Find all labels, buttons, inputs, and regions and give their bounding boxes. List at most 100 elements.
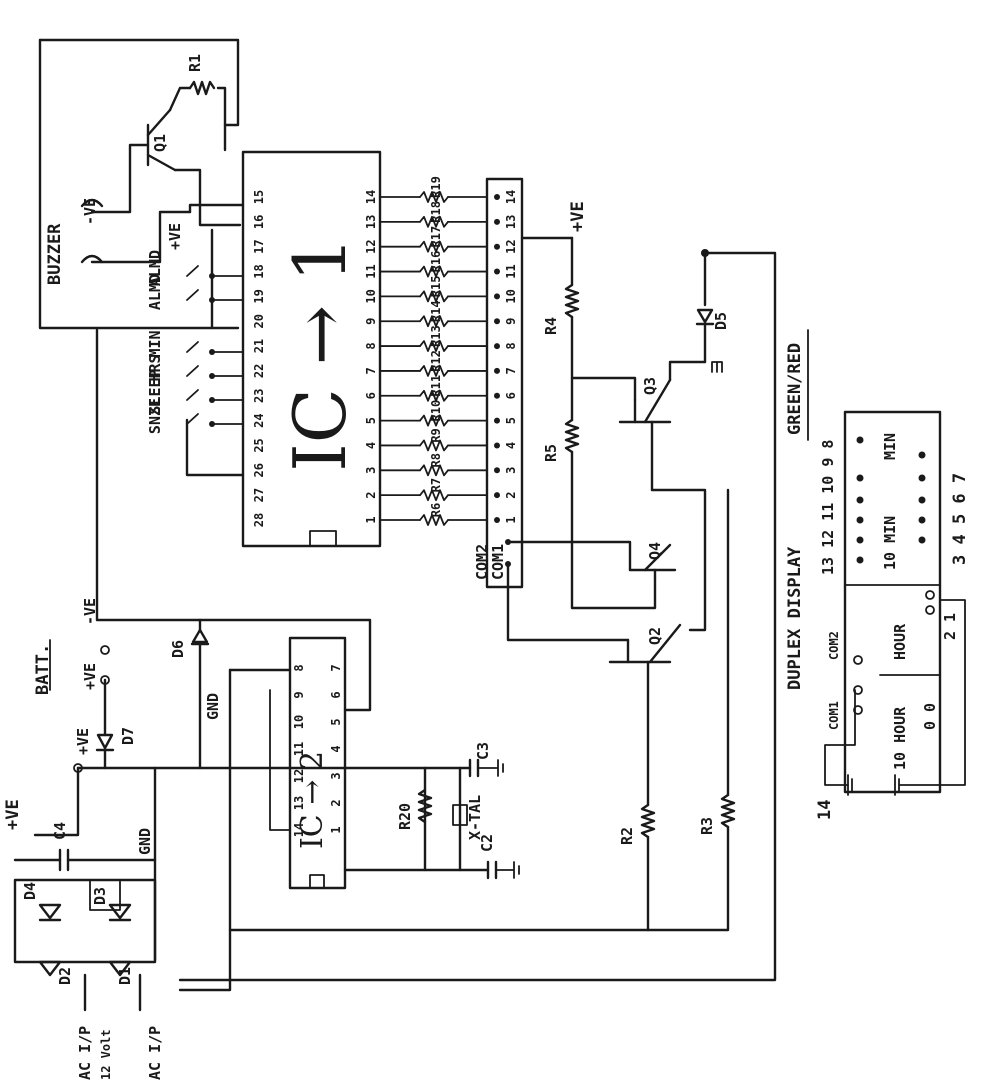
ic2-pin-label: 14 bbox=[292, 823, 306, 837]
resistor-zigzag bbox=[419, 414, 449, 427]
switch-lever bbox=[186, 289, 199, 301]
psu-block: +VE C4 GND D4 D3 D2 D1 AC I/P 12 Volt AC… bbox=[3, 766, 164, 1080]
c3-ground bbox=[477, 759, 504, 777]
resistor-zigzag bbox=[419, 265, 449, 278]
display-pin-dot bbox=[856, 536, 864, 544]
d2-label: D2 bbox=[56, 967, 74, 985]
bridge-frame bbox=[13, 878, 157, 964]
connector-pin-label: 13 bbox=[504, 215, 518, 229]
right-plus-ve: +VE bbox=[568, 201, 588, 232]
connector-com1: COM1 bbox=[489, 544, 507, 580]
r5-resistor bbox=[564, 418, 580, 454]
ic1-pin-label: 15 bbox=[252, 190, 266, 204]
display-pin-dot bbox=[918, 474, 926, 482]
resistor-label: R6 bbox=[429, 503, 443, 517]
display-color: GREEN/RED bbox=[785, 343, 805, 435]
ic2-pin-label: 6 bbox=[329, 691, 343, 698]
connector-pin-label: 8 bbox=[504, 342, 518, 349]
ic1-pin-label: 28 bbox=[252, 513, 266, 527]
ic2-pin-label: 12 bbox=[292, 769, 306, 783]
c2-ground bbox=[495, 861, 520, 879]
q1-to-r1 bbox=[168, 86, 192, 112]
r1-label: R1 bbox=[186, 54, 204, 72]
d3-symbol bbox=[108, 903, 132, 920]
d4-label: D4 bbox=[21, 882, 39, 900]
buzzer-neg: -VE bbox=[81, 198, 99, 225]
switch-label: SNZE bbox=[146, 398, 164, 434]
ic1-pin-label: 16 bbox=[252, 215, 266, 229]
connector-pin-label: 14 bbox=[504, 190, 518, 204]
display-ten-hour: 10 HOUR bbox=[891, 706, 909, 770]
ic1-pin-label: 23 bbox=[252, 389, 266, 403]
connector-pin-node bbox=[494, 243, 500, 250]
ic1-pin-label: 26 bbox=[252, 463, 266, 477]
connector-pin-node bbox=[494, 467, 500, 474]
ic2-pin-label: 5 bbox=[329, 718, 343, 725]
resistor-label: R12 bbox=[429, 350, 443, 372]
ic1-pin-label: 14 bbox=[364, 190, 378, 204]
resistor-label: R8 bbox=[429, 453, 443, 467]
resistor-label: R10 bbox=[429, 400, 443, 422]
display-pin14: 14 bbox=[815, 800, 835, 820]
display-pin-dot bbox=[918, 451, 926, 459]
connector-pin-node bbox=[494, 293, 500, 300]
display-dots: 0 0 bbox=[921, 703, 939, 730]
ic2-pin-label: 9 bbox=[292, 691, 306, 698]
q2-label: Q2 bbox=[646, 627, 664, 645]
d6-label: D6 bbox=[169, 640, 187, 658]
switch-label: ALMD bbox=[146, 274, 164, 310]
resistor-zigzag bbox=[419, 439, 449, 452]
display-ten-min: 10 MIN bbox=[881, 516, 899, 570]
com2-to-q4 bbox=[506, 540, 632, 572]
ac-left-label: AC I/P bbox=[76, 1026, 94, 1080]
display-pin-dot bbox=[918, 516, 926, 524]
left-bus bbox=[95, 328, 245, 622]
connector-pin-node bbox=[494, 343, 500, 350]
ic2-pin-label: 3 bbox=[329, 772, 343, 779]
display-top-pins: 13 12 11 10 9 8 bbox=[819, 440, 837, 575]
display-com-wire bbox=[824, 689, 856, 786]
ic2-pin-label: 7 bbox=[329, 664, 343, 671]
resistor-label: R9 bbox=[429, 428, 443, 442]
psu-plus-ve: +VE bbox=[3, 799, 23, 830]
display-pin-dot bbox=[856, 496, 864, 504]
ic1-pin-label: 8 bbox=[364, 342, 378, 349]
display-min: MIN bbox=[881, 433, 899, 460]
r3-resistor bbox=[720, 793, 736, 829]
switch-lever bbox=[186, 365, 199, 377]
resistor-zigzag bbox=[419, 315, 449, 328]
d5-ground bbox=[711, 361, 723, 373]
connector-pin-node bbox=[494, 194, 500, 200]
ic1-pin-label: 11 bbox=[364, 264, 378, 278]
ic1-label: IC → 1 bbox=[278, 236, 362, 471]
ac-right-label: AC I/P bbox=[146, 1026, 164, 1080]
ic2-pin-label: 13 bbox=[292, 796, 306, 810]
c3-label: C3 bbox=[474, 742, 492, 760]
r1-to-ic bbox=[216, 86, 227, 152]
d3-label: D3 bbox=[91, 887, 109, 905]
batt-plus: +VE bbox=[74, 728, 92, 755]
ground-rail bbox=[228, 825, 730, 932]
display-pin-open bbox=[925, 605, 935, 615]
ic1-pin-label: 5 bbox=[364, 417, 378, 424]
display-pin14-symbol bbox=[847, 774, 853, 796]
d1-label: D1 bbox=[116, 967, 134, 985]
d4-symbol bbox=[38, 903, 62, 920]
buzzer-symbol-bottom bbox=[80, 254, 104, 264]
r4-label: R4 bbox=[542, 317, 560, 335]
connector-pin-label: 6 bbox=[504, 392, 518, 399]
buzzer-symbol-top bbox=[80, 198, 104, 208]
resistor-zigzag bbox=[419, 290, 449, 303]
ic1-pin-label: 18 bbox=[252, 264, 266, 278]
com1-to-q2 bbox=[506, 562, 630, 642]
display-com-pin bbox=[853, 705, 863, 715]
switch-lever bbox=[186, 413, 199, 425]
resistor-zigzag bbox=[419, 340, 449, 352]
batt-label: BATT. bbox=[33, 644, 53, 695]
batt-neg-wire-to-ic2 bbox=[95, 618, 372, 712]
ic1-pin-label: 21 bbox=[252, 339, 266, 353]
resistor-zigzag bbox=[419, 514, 449, 526]
q2-collector bbox=[648, 623, 682, 664]
